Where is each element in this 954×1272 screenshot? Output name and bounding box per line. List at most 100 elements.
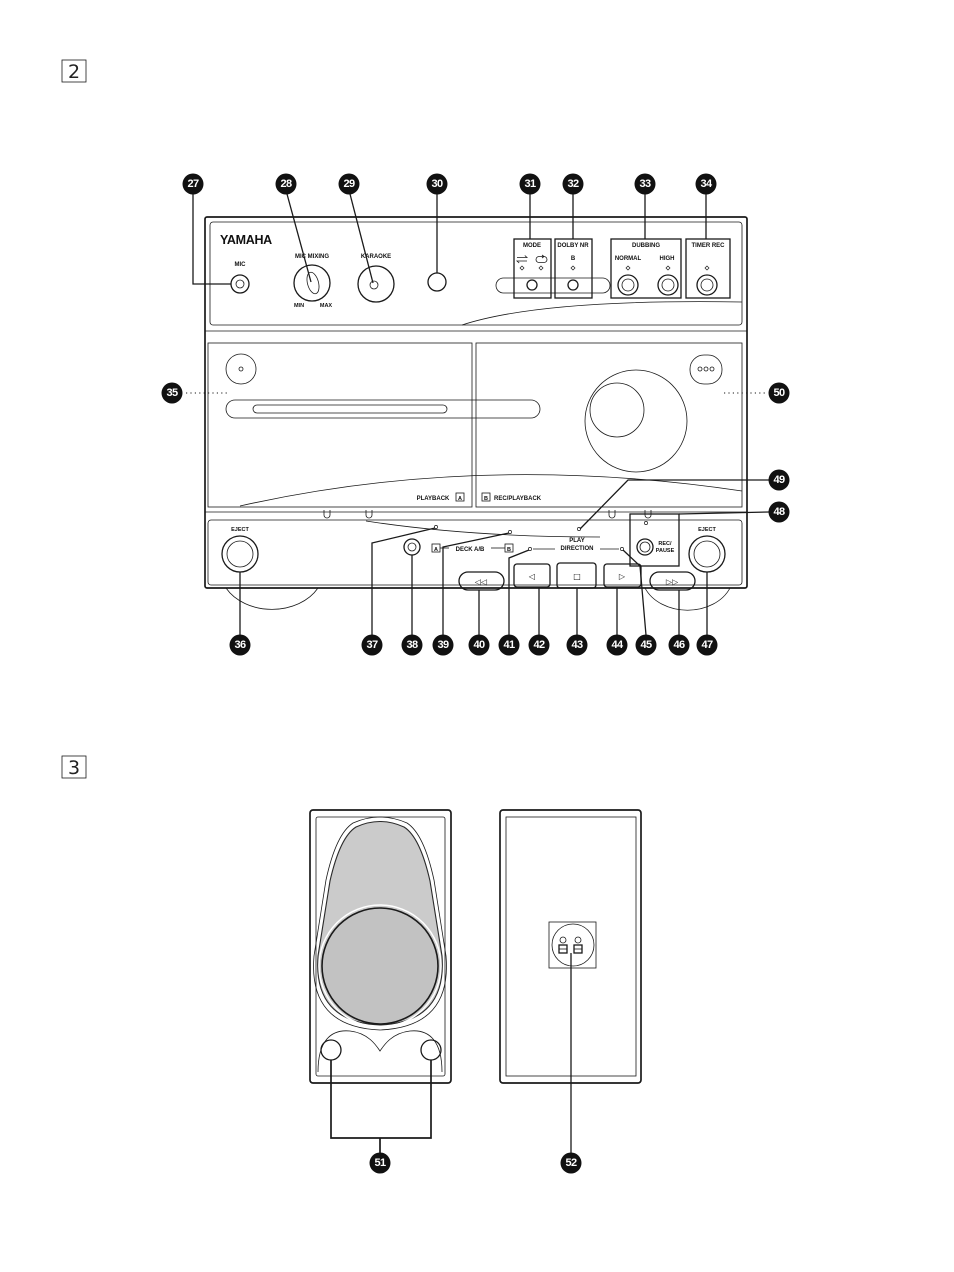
speaker-grille-outline: [313, 816, 447, 1031]
section-3-label: 3: [61, 755, 87, 779]
deck-b-badge: [481, 492, 491, 502]
callout-44-number: 44: [611, 639, 624, 651]
callout-41-number: 41: [503, 639, 515, 651]
callout-38: 38: [401, 634, 423, 656]
deck-b-large-dial: [589, 382, 645, 438]
timer-rec-box: [685, 238, 731, 299]
section-3-number: 3: [68, 757, 80, 779]
eject-right-button-inner: [693, 540, 721, 568]
callout-30-disc: [426, 173, 448, 195]
terminal-minus-icon: [558, 936, 568, 954]
callout-39: 39: [432, 634, 454, 656]
rec-pause-section: REC/ PAUSE: [629, 513, 680, 567]
repeat-arrows-icon: [515, 255, 529, 264]
callout-33-number: 33: [639, 178, 651, 190]
callout-52: 52: [560, 1152, 582, 1174]
dubbing-normal-button: [617, 274, 639, 296]
leader-39: [442, 532, 510, 635]
callout-33: 33: [634, 173, 656, 195]
mode-box: [513, 238, 552, 299]
fast-forward-button: [649, 571, 696, 591]
callout-50: 50: [768, 382, 790, 404]
cassette-decks: PLAYBACK A B REC/PLAYBACK: [205, 342, 747, 519]
callout-32-disc: [562, 173, 584, 195]
deck-b-indicator-dot: [703, 366, 709, 372]
terminal-minus-marker: [559, 936, 567, 944]
deck-ab-label: DECK A/B: [456, 547, 485, 553]
callout-28: 28: [275, 173, 297, 195]
rec-pause-led: [644, 521, 648, 525]
brand-logo: YAMAHA: [220, 233, 272, 247]
callout-31-disc: [519, 173, 541, 195]
callout-45: 45: [635, 634, 657, 656]
timer-rec-led: [704, 265, 710, 271]
callout-43-number: 43: [571, 639, 583, 651]
leader-28: [286, 193, 312, 283]
dubbing-high-button: [657, 274, 679, 296]
led-37: [434, 525, 438, 529]
mic-mixing-label: MIC MIXING: [295, 254, 329, 260]
callout-27: 27: [182, 173, 204, 195]
eject-left-button-inner: [226, 540, 254, 568]
deck-ab-a-text: A: [434, 547, 438, 553]
callout-46: 46: [668, 634, 690, 656]
callout-49-disc: [768, 469, 790, 491]
deck-a-window-dot: [238, 366, 244, 372]
callout-37: 37: [361, 634, 383, 656]
fast-forward-icon: ▷▷: [666, 578, 679, 587]
callout-27-number: 27: [187, 178, 199, 190]
karaoke-label: KARAOKE: [361, 254, 391, 260]
mic-mixing-knob-outer: [293, 264, 331, 302]
mode-button: [526, 279, 538, 291]
deck-ab-button-inner: [407, 542, 417, 552]
cassette-slot-inner: [252, 404, 448, 414]
rec-pause-label-line1: REC/: [658, 541, 672, 547]
timer-rec-button-inner: [700, 278, 714, 292]
callout-42-disc: [528, 634, 550, 656]
rec-pause-button: [636, 538, 654, 556]
callout-48-disc: [768, 501, 790, 523]
mode-label: MODE: [523, 243, 541, 249]
karaoke-knob-center: [369, 280, 379, 290]
mic-label: MIC: [235, 262, 247, 268]
dubbing-section: DUBBING NORMAL HIGH: [610, 238, 682, 299]
leader-lines-speakers: [330, 953, 572, 1153]
callout-47-disc: [696, 634, 718, 656]
callout-31: 31: [519, 173, 541, 195]
loop-icon: [535, 254, 548, 263]
deck-ab-b-badge: [504, 543, 514, 553]
callout-44-disc: [606, 634, 628, 656]
leader-lines-unit: [186, 193, 770, 636]
callout-29: 29: [338, 173, 360, 195]
callout-34-disc: [695, 173, 717, 195]
cassette-slot: [225, 399, 541, 419]
karaoke-knob-outer: [357, 265, 395, 303]
callout-50-number: 50: [773, 387, 785, 399]
terminal-plus-icon: [573, 936, 583, 954]
callout-32-number: 32: [567, 178, 579, 190]
rec-pause-button-inner: [639, 541, 651, 553]
top-panel-frame: [209, 221, 743, 326]
deck-b-indicator-dot: [709, 366, 715, 372]
leader-51-bracket: [330, 1060, 432, 1139]
callout-42-number: 42: [533, 639, 545, 651]
rec-pause-label-line2: PAUSE: [656, 548, 675, 554]
karaoke-knob: KARAOKE: [357, 254, 395, 303]
callout-42: 42: [528, 634, 550, 656]
callout-44: 44: [606, 634, 628, 656]
callout-35-disc: [161, 382, 183, 404]
section-3-box: [61, 755, 87, 779]
callout-29-number: 29: [343, 178, 355, 190]
callout-36-disc: [229, 634, 251, 656]
leader-48: [678, 511, 770, 515]
dubbing-label: DUBBING: [632, 243, 660, 249]
dubbing-high-button-inner: [661, 278, 675, 292]
callout-35-number: 35: [166, 387, 178, 399]
dolby-nr-b-label: B: [571, 256, 576, 262]
deck-a-badge: [455, 492, 465, 502]
timer-rec-label: TIMER REC: [692, 243, 726, 249]
deck-b-large-dial-ring: [584, 369, 688, 473]
terminal-recess: [551, 923, 595, 967]
dolby-nr-led: [570, 265, 576, 271]
